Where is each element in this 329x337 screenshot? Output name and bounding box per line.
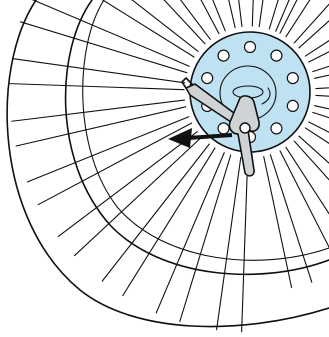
spoke [27, 117, 191, 205]
spoke [20, 0, 189, 73]
spoke [58, 132, 201, 256]
spoke [156, 153, 230, 322]
bolt-hole [287, 100, 298, 111]
spoke [86, 0, 210, 44]
bolt-hole [287, 73, 298, 84]
spoke [102, 144, 215, 296]
bolt-hole [271, 50, 282, 61]
spoke [313, 106, 329, 154]
spoke [305, 122, 329, 201]
bolt-hole [218, 50, 229, 61]
spoke [46, 0, 198, 57]
bolt-hole [245, 42, 256, 53]
spoke [313, 30, 329, 78]
spoke [294, 0, 329, 48]
bolt-hole [202, 73, 213, 84]
bolt-hole [271, 123, 282, 134]
spoke [137, 0, 225, 34]
spoke [217, 157, 248, 331]
spoke [12, 100, 186, 146]
hub-cap-icon [190, 32, 310, 152]
spoke [316, 82, 329, 103]
spoke [280, 147, 329, 270]
spoke [252, 0, 283, 27]
bolt-hole [218, 123, 229, 134]
spoke [10, 59, 184, 90]
tool-handle-hole [240, 123, 250, 133]
